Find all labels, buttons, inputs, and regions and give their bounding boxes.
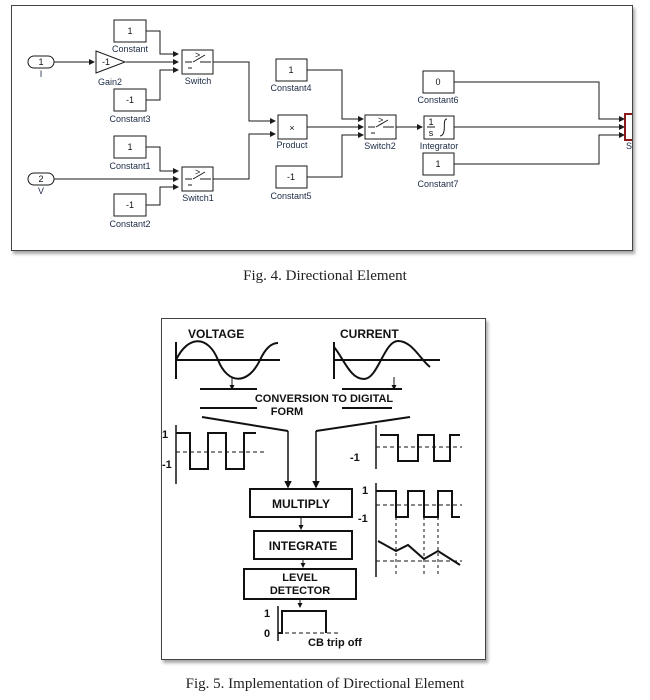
integrator-block[interactable]: 1 s Integrator: [420, 115, 459, 151]
level-detector-line2: DETECTOR: [270, 585, 330, 597]
integrator-numerator: 1: [428, 117, 433, 127]
trip-axis-one: 1: [264, 608, 270, 620]
figure-4-simulink-diagram: 1 I 2 V -1 Gain2 1 Constant -1 Constant3…: [11, 5, 636, 251]
level-detector-line1: LEVEL: [282, 572, 318, 584]
voltage-label: VOLTAGE: [188, 327, 244, 341]
constant5-value: -1: [287, 172, 295, 182]
constant2-block[interactable]: -1 Constant2: [109, 193, 151, 229]
constant-value: 1: [127, 26, 132, 36]
constant1-value: 1: [127, 142, 132, 152]
cb-trip-label: CB trip off: [308, 637, 362, 649]
constant1-block[interactable]: 1 Constant1: [109, 135, 151, 171]
constant2-label: Constant2: [109, 219, 150, 229]
constant3-value: -1: [126, 95, 134, 105]
switch-label: Switch: [185, 76, 212, 86]
constant1-label: Constant1: [109, 161, 150, 171]
constant5-block[interactable]: -1 Constant5: [270, 165, 312, 201]
trip-axis-zero: 0: [264, 628, 270, 640]
simulink-diagram-canvas: 1 I 2 V -1 Gain2 1 Constant -1 Constant3…: [27, 19, 636, 229]
inport-i-label: I: [40, 69, 43, 79]
pw-axis-minus-one: -1: [358, 513, 368, 525]
constant7-block[interactable]: 1 Constant7: [417, 152, 459, 189]
level-detector-block[interactable]: LEVEL DETECTOR: [243, 568, 357, 600]
figure-5-caption: Fig. 5. Implementation of Directional El…: [185, 676, 465, 692]
constant7-label: Constant7: [417, 179, 458, 189]
svg-text:>: >: [378, 115, 383, 125]
multiply-block[interactable]: MULTIPLY: [249, 488, 353, 518]
current-label: CURRENT: [340, 327, 399, 341]
dv-axis-one: 1: [162, 429, 168, 441]
switch1-block[interactable]: > Switch1: [181, 166, 214, 203]
switch2-block[interactable]: > Switch2: [364, 114, 397, 151]
inport-v-number: 2: [38, 174, 43, 184]
trip-output-waveform: 1 0 CB trip off: [264, 606, 362, 649]
switch-block[interactable]: > Switch: [181, 49, 214, 86]
digital-voltage-waveform: 1 -1: [162, 425, 266, 484]
dc-axis-minus-one: -1: [350, 452, 360, 464]
product-block[interactable]: × Product: [276, 114, 308, 150]
constant4-block[interactable]: 1 Constant4: [270, 58, 312, 93]
conversion-line1: CONVERSION TO DIGITAL: [255, 393, 394, 405]
figure-4-caption: Fig. 4. Directional Element: [243, 268, 407, 284]
integral-waveform: [376, 540, 462, 566]
dv-axis-minus-one: -1: [162, 459, 172, 471]
current-waveform: [333, 339, 440, 381]
integrate-block[interactable]: INTEGRATE: [253, 530, 353, 560]
inport-i[interactable]: 1 I: [27, 55, 55, 79]
switch1-label: Switch1: [182, 193, 214, 203]
voltage-waveform: [175, 340, 280, 380]
gain2-value: -1: [102, 57, 110, 67]
multiply-label: MULTIPLY: [272, 497, 330, 511]
constant4-label: Constant4: [270, 83, 311, 93]
integrator-denominator: s: [429, 128, 434, 138]
svg-text:>: >: [195, 167, 200, 177]
inport-v-label: V: [38, 186, 44, 196]
constant3-block[interactable]: -1 Constant3: [109, 88, 151, 124]
constant6-value: 0: [435, 77, 440, 87]
constant6-block[interactable]: 0 Constant6: [417, 70, 459, 105]
constant3-label: Constant3: [109, 114, 150, 124]
constant4-value: 1: [288, 65, 293, 75]
conversion-line2: FORM: [271, 406, 303, 418]
digital-current-waveform: -1: [350, 425, 462, 469]
inport-i-number: 1: [38, 57, 43, 67]
svg-text:>: >: [195, 50, 200, 60]
inport-v[interactable]: 2 V: [27, 172, 55, 196]
constant2-value: -1: [126, 200, 134, 210]
directional-element-schematic: VOLTAGE CURRENT CONVERSION TO DIGITAL FO…: [162, 327, 462, 649]
product-symbol: ×: [289, 123, 294, 133]
constant-block[interactable]: 1 Constant: [112, 19, 149, 54]
constant-label: Constant: [112, 44, 149, 54]
switch3-label: S: [626, 141, 632, 151]
integrate-label: INTEGRATE: [269, 539, 337, 553]
switch3-block[interactable]: S: [624, 113, 636, 151]
product-label: Product: [276, 140, 308, 150]
constant6-label: Constant6: [417, 95, 458, 105]
gain2-block[interactable]: -1 Gain2: [95, 50, 127, 87]
constant5-label: Constant5: [270, 191, 311, 201]
gain2-label: Gain2: [98, 77, 122, 87]
pw-axis-one: 1: [362, 485, 368, 497]
integrator-label: Integrator: [420, 141, 459, 151]
product-waveform: 1 -1: [358, 483, 462, 577]
figure-5-block-diagram: VOLTAGE CURRENT CONVERSION TO DIGITAL FO…: [161, 318, 486, 660]
constant7-value: 1: [435, 159, 440, 169]
switch2-label: Switch2: [364, 141, 396, 151]
